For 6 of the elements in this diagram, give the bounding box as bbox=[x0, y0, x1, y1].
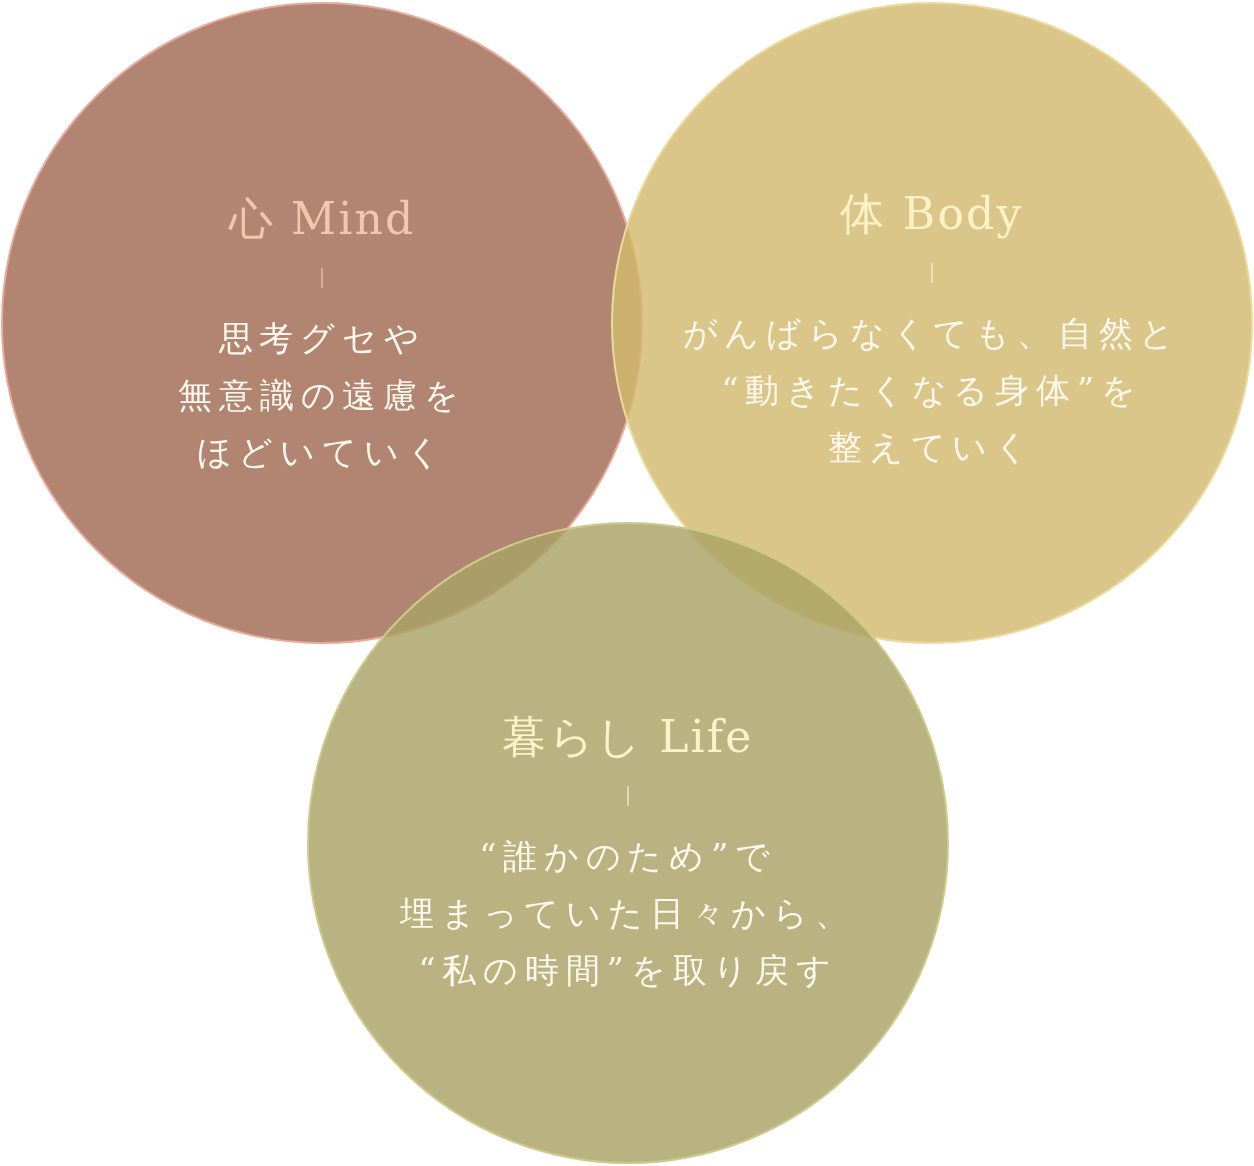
circle-text: “誰かのため”で埋まっていた日々から、“私の時間”を取り戻す bbox=[399, 835, 857, 992]
circle-text: がんばらなくても、自然と“動きたくなる身体”を整えていく bbox=[681, 312, 1183, 469]
circle-heading: 体 Body bbox=[840, 187, 1024, 241]
circle-text: 思考グセや無意識の遠慮をほどいていく bbox=[177, 317, 467, 474]
circle-heading: 暮らし Life bbox=[502, 710, 754, 764]
circle-heading: 心 Mind bbox=[228, 192, 416, 246]
